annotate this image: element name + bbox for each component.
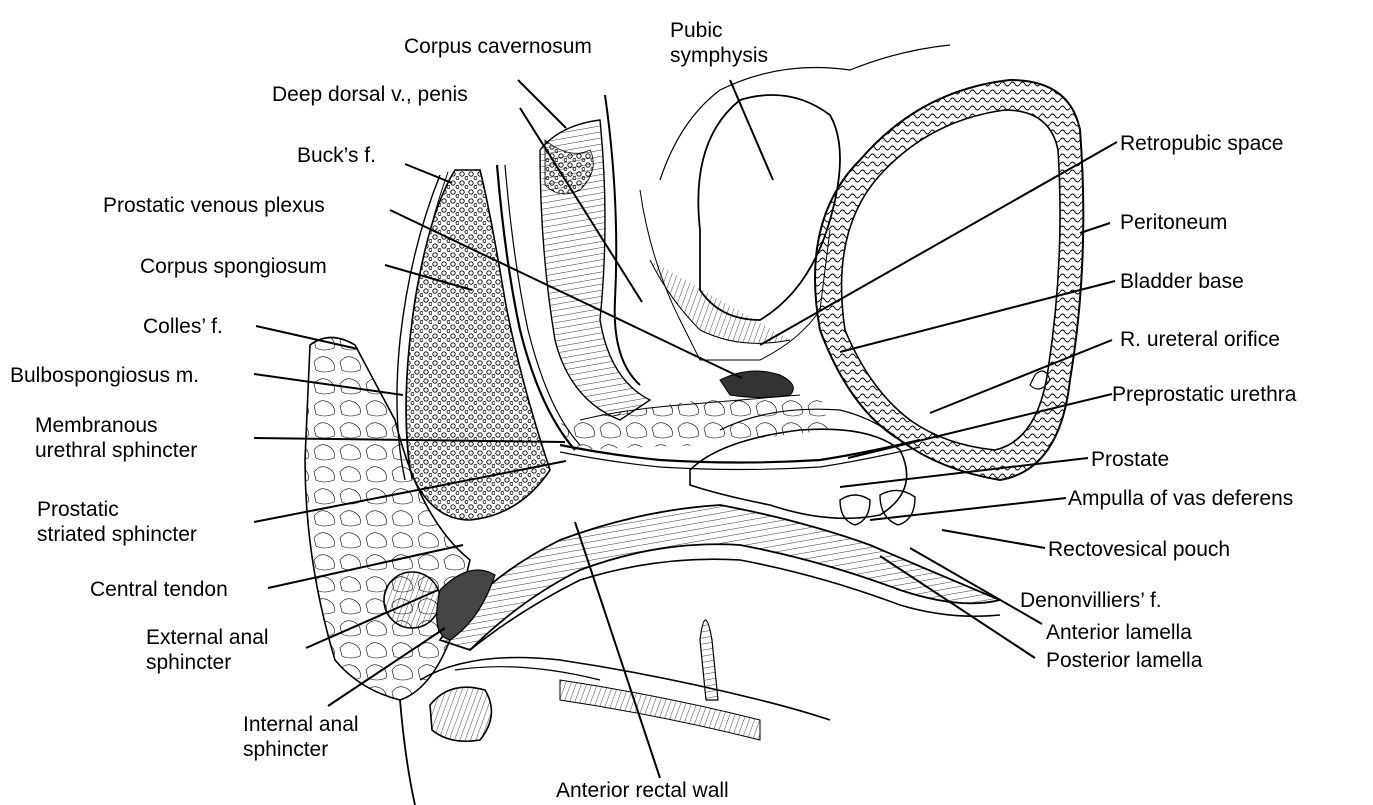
label-bladder-base-text: Bladder base bbox=[1120, 269, 1244, 294]
label-anterior-rectal-wall-text: Anterior rectal wall bbox=[556, 778, 729, 803]
label-deep-dorsal-vein: Deep dorsal v., penis bbox=[272, 82, 468, 107]
label-membranous-sphincter: Membranous urethral sphincter bbox=[35, 413, 197, 463]
label-anterior-lamella-text: Anterior lamella bbox=[1046, 620, 1192, 645]
label-denonvilliers-text: Denonvilliers’ f. bbox=[1020, 588, 1162, 613]
label-ureteral-orifice: R. ureteral orifice bbox=[1120, 327, 1280, 352]
label-anterior-rectal-wall: Anterior rectal wall bbox=[556, 778, 729, 803]
label-anterior-lamella: Anterior lamella bbox=[1046, 620, 1192, 645]
label-posterior-lamella-text: Posterior lamella bbox=[1046, 648, 1202, 673]
label-peritoneum-text: Peritoneum bbox=[1120, 210, 1227, 235]
label-external-anal-sphincter: External anal sphincter bbox=[146, 625, 269, 675]
label-bucks-fascia: Buck’s f. bbox=[297, 143, 376, 168]
label-prostatic-striated-line2: striated sphincter bbox=[37, 522, 197, 547]
corpus-cavernosum-shape bbox=[540, 95, 650, 420]
label-bulbospongiosus: Bulbospongiosus m. bbox=[10, 363, 199, 388]
rectum-shape bbox=[420, 505, 1000, 740]
label-colles-fascia: Colles’ f. bbox=[143, 314, 223, 339]
label-prostate-text: Prostate bbox=[1091, 447, 1169, 472]
label-bladder-base: Bladder base bbox=[1120, 269, 1244, 294]
label-ampulla-vas-deferens: Ampulla of vas deferens bbox=[1068, 486, 1293, 511]
label-deep-dorsal-vein-text: Deep dorsal v., penis bbox=[272, 82, 468, 107]
label-external-anal-line2: sphincter bbox=[146, 650, 269, 675]
label-rectovesical-pouch: Rectovesical pouch bbox=[1048, 537, 1230, 562]
label-posterior-lamella: Posterior lamella bbox=[1046, 648, 1202, 673]
label-corpus-cavernosum-text: Corpus cavernosum bbox=[404, 34, 592, 59]
label-preprostatic-urethra-text: Preprostatic urethra bbox=[1112, 382, 1296, 407]
label-rectovesical-pouch-text: Rectovesical pouch bbox=[1048, 537, 1230, 562]
label-corpus-cavernosum: Corpus cavernosum bbox=[404, 34, 592, 59]
label-pubic-symphysis-line1: Pubic bbox=[670, 18, 768, 43]
label-denonvilliers-fascia: Denonvilliers’ f. bbox=[1020, 588, 1162, 613]
label-corpus-spongiosum-text: Corpus spongiosum bbox=[140, 254, 327, 279]
label-bulbospongiosus-text: Bulbospongiosus m. bbox=[10, 363, 199, 388]
label-pubic-symphysis: Pubic symphysis bbox=[670, 18, 768, 68]
label-pubic-symphysis-line2: symphysis bbox=[670, 43, 768, 68]
bladder-shape bbox=[815, 80, 1083, 480]
label-retropubic-space-text: Retropubic space bbox=[1120, 131, 1283, 156]
label-ampulla-text: Ampulla of vas deferens bbox=[1068, 486, 1293, 511]
label-membranous-sphincter-line1: Membranous bbox=[35, 413, 197, 438]
label-prostatic-venous-plexus: Prostatic venous plexus bbox=[103, 193, 325, 218]
label-external-anal-line1: External anal bbox=[146, 625, 269, 650]
label-colles-fascia-text: Colles’ f. bbox=[143, 314, 223, 339]
label-internal-anal-line2: sphincter bbox=[243, 737, 359, 762]
label-prostatic-striated-line1: Prostatic bbox=[37, 497, 197, 522]
label-membranous-sphincter-line2: urethral sphincter bbox=[35, 438, 197, 463]
label-preprostatic-urethra: Preprostatic urethra bbox=[1112, 382, 1296, 407]
label-ureteral-orifice-text: R. ureteral orifice bbox=[1120, 327, 1280, 352]
label-bucks-fascia-text: Buck’s f. bbox=[297, 143, 376, 168]
label-retropubic-space: Retropubic space bbox=[1120, 131, 1283, 156]
label-prostatic-venous-plexus-text: Prostatic venous plexus bbox=[103, 193, 325, 218]
label-corpus-spongiosum: Corpus spongiosum bbox=[140, 254, 327, 279]
label-central-tendon-text: Central tendon bbox=[90, 577, 228, 602]
label-internal-anal-sphincter: Internal anal sphincter bbox=[243, 712, 359, 762]
label-central-tendon: Central tendon bbox=[90, 577, 228, 602]
label-internal-anal-line1: Internal anal bbox=[243, 712, 359, 737]
label-prostatic-striated-sphincter: Prostatic striated sphincter bbox=[37, 497, 197, 547]
label-prostate: Prostate bbox=[1091, 447, 1169, 472]
label-peritoneum: Peritoneum bbox=[1120, 210, 1227, 235]
